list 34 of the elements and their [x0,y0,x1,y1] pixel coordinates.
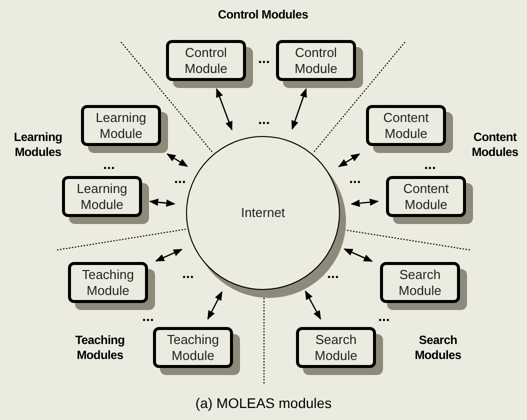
ellipsis-mark: ... [349,173,361,183]
ellipsis-mark: ... [378,311,390,321]
group-label: Content Modules [470,130,520,160]
ellipsis-mark: ... [424,159,436,169]
node-label: Search Module [398,266,442,298]
ellipsis-mark: ... [258,114,270,124]
group-label: Teaching Modules [74,333,126,363]
ellipsis-mark: ... [258,53,270,63]
double-arrow [166,153,188,167]
double-arrow [155,248,183,262]
node-label: Content Module [382,110,430,142]
node-label: Control Module [294,44,338,76]
node-label: Learning Module [76,180,128,212]
group-label: Control Modules [216,8,310,22]
node-label: Learning Module [94,110,148,142]
double-arrow [344,248,373,262]
ellipsis-mark: ... [327,268,339,278]
node-label: Teaching Module [166,332,220,364]
ellipsis-mark: ... [182,268,194,278]
ellipsis-mark: ... [142,311,154,321]
node-label: Search Module [314,332,358,364]
double-arrow [338,153,360,168]
ellipsis-mark: ... [103,159,115,169]
group-label: Search Modules [414,333,462,363]
ellipsis-mark: ... [174,173,186,183]
node-label: Internet [240,204,286,222]
group-label: Learning Modules [12,130,64,160]
node-label: Teaching Module [80,266,136,298]
node-label: Content Module [402,180,450,212]
caption: (a) MOLEAS modules [194,394,333,413]
double-arrow [304,290,322,320]
double-arrow [207,291,222,320]
double-arrow [350,198,379,207]
node-label: Control Module [184,44,228,76]
